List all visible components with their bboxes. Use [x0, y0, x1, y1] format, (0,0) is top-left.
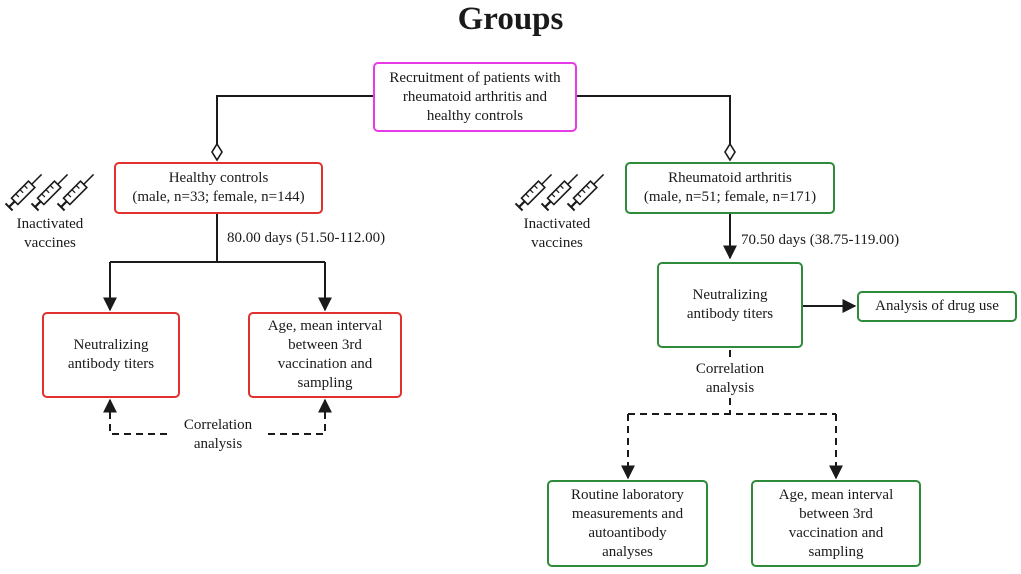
syringe-icon [56, 169, 99, 212]
syringe-icon [4, 169, 47, 212]
drug-use-box: Analysis of drug use [857, 291, 1017, 322]
syringe-icon [514, 169, 557, 212]
ra-interval-label: 70.50 days (38.75-119.00) [741, 232, 900, 248]
branch-to-ra [577, 95, 736, 162]
hc-neutralizing-titers-box: Neutralizing antibody titers [42, 312, 180, 398]
recruitment-box: Recruitment of patients with rheumatoid … [373, 62, 577, 132]
ra-age-interval-box: Age, mean interval between 3rd vaccinati… [751, 480, 921, 567]
branch-to-healthy [211, 95, 373, 162]
page-title: Groups [457, 1, 564, 37]
hc-syringe-icons [4, 169, 99, 212]
ra-syringe-icons [514, 169, 609, 212]
lab-measurements-box: Routine laboratory measurements and auto… [547, 480, 708, 567]
hc-split-connector [103, 214, 332, 312]
syringe-icon [540, 169, 583, 212]
rheumatoid-arthritis-box: Rheumatoid arthritis (male, n=51; female… [625, 162, 835, 214]
hc-correlation-label: Correlation analysis [168, 416, 268, 454]
ra-correlation-label: Correlation analysis [680, 360, 780, 398]
syringe-icon [566, 169, 609, 212]
healthy-controls-box: Healthy controls (male, n=33; female, n=… [114, 162, 323, 214]
ra-neutralizing-titers-box: Neutralizing antibody titers [657, 262, 803, 348]
syringe-icon [30, 169, 73, 212]
hc-interval-label: 80.00 days (51.50-112.00) [227, 230, 386, 246]
ra-vaccines-label: Inactivated vaccines [523, 216, 591, 251]
hc-age-interval-box: Age, mean interval between 3rd vaccinati… [248, 312, 402, 398]
hc-correlation-connector [103, 398, 332, 435]
ra-correlation-connector [621, 350, 843, 480]
hc-vaccines-label: Inactivated vaccines [16, 216, 84, 251]
